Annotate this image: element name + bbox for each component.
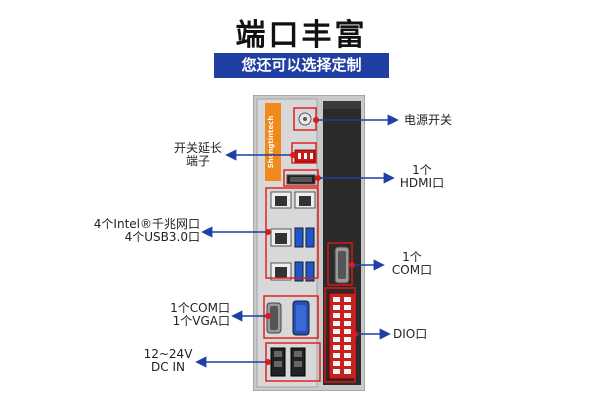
- dio-pin: [333, 313, 340, 318]
- power-switch-label: 电源开关: [404, 113, 453, 127]
- dio-pin: [333, 337, 340, 342]
- dio-pin: [344, 337, 351, 342]
- com-right-label: 1个 COM口: [386, 251, 438, 277]
- dio-pin: [344, 345, 351, 350]
- brand-logo: Shongtintech: [267, 116, 275, 169]
- dio-pin: [344, 329, 351, 334]
- usb-port-2: [305, 227, 315, 248]
- dc-in-label-line1: 12~24V: [143, 347, 193, 361]
- hdmi-label-line2: HDMI口: [399, 176, 445, 190]
- switch-ext-label: 开关延长 端子: [168, 142, 228, 168]
- dio-pin: [333, 369, 340, 374]
- lan-usb-label: 4个Intel®千兆网口 4个USB3.0口: [70, 218, 200, 244]
- com-right-label-line2: COM口: [391, 263, 433, 277]
- lan-usb-label-line1: 4个Intel®千兆网口: [93, 217, 200, 231]
- dc-in-label: 12~24V DC IN: [140, 348, 196, 374]
- dio-pin: [333, 321, 340, 326]
- hdmi-label: 1个 HDMI口: [398, 164, 446, 190]
- com-vga-callout-box: [263, 295, 319, 339]
- page-title: 端口丰富: [235, 18, 368, 53]
- dio-pin: [333, 305, 340, 310]
- com-vga-label: 1个COM口 1个VGA口: [150, 302, 230, 328]
- com-right-label-line1: 1个: [402, 250, 422, 264]
- dio-pin: [344, 361, 351, 366]
- hdmi-label-line1: 1个: [412, 163, 432, 177]
- dio-pin: [333, 361, 340, 366]
- power-switch-callout-box: [293, 107, 317, 131]
- switch-ext-label-line2: 端子: [185, 154, 210, 168]
- com-right-callout-box: [327, 242, 353, 286]
- dio-label: DIO口: [393, 327, 428, 341]
- lan-usb-callout-box: [265, 187, 319, 279]
- dio-pin: [344, 353, 351, 358]
- switch-ext-label-line1: 开关延长: [173, 141, 222, 155]
- switch-ext-callout-box: [291, 142, 317, 164]
- hdmi-callout-box: [283, 169, 319, 187]
- com-vga-label-line2: 1个VGA口: [172, 314, 230, 328]
- dio-pin: [344, 369, 351, 374]
- dio-pin: [333, 297, 340, 302]
- dio-pin: [333, 345, 340, 350]
- com-vga-label-line1: 1个COM口: [170, 301, 230, 315]
- dio-pin: [344, 297, 351, 302]
- dio-callout-box: [324, 287, 356, 383]
- dio-pin: [344, 321, 351, 326]
- dio-pin: [344, 305, 351, 310]
- usb-port-1: [294, 227, 304, 248]
- dc-in-label-line2: DC IN: [151, 360, 185, 374]
- dio-pin: [333, 329, 340, 334]
- usb-port-3: [294, 261, 304, 282]
- usb-port-4: [305, 261, 315, 282]
- lan-usb-label-line2: 4个USB3.0口: [124, 230, 200, 244]
- page-subtitle-banner: 您还可以选择定制: [214, 53, 389, 78]
- dio-pin: [344, 313, 351, 318]
- brand-strip: [265, 103, 281, 181]
- dc-in-callout-box: [265, 342, 321, 382]
- dio-pin: [333, 353, 340, 358]
